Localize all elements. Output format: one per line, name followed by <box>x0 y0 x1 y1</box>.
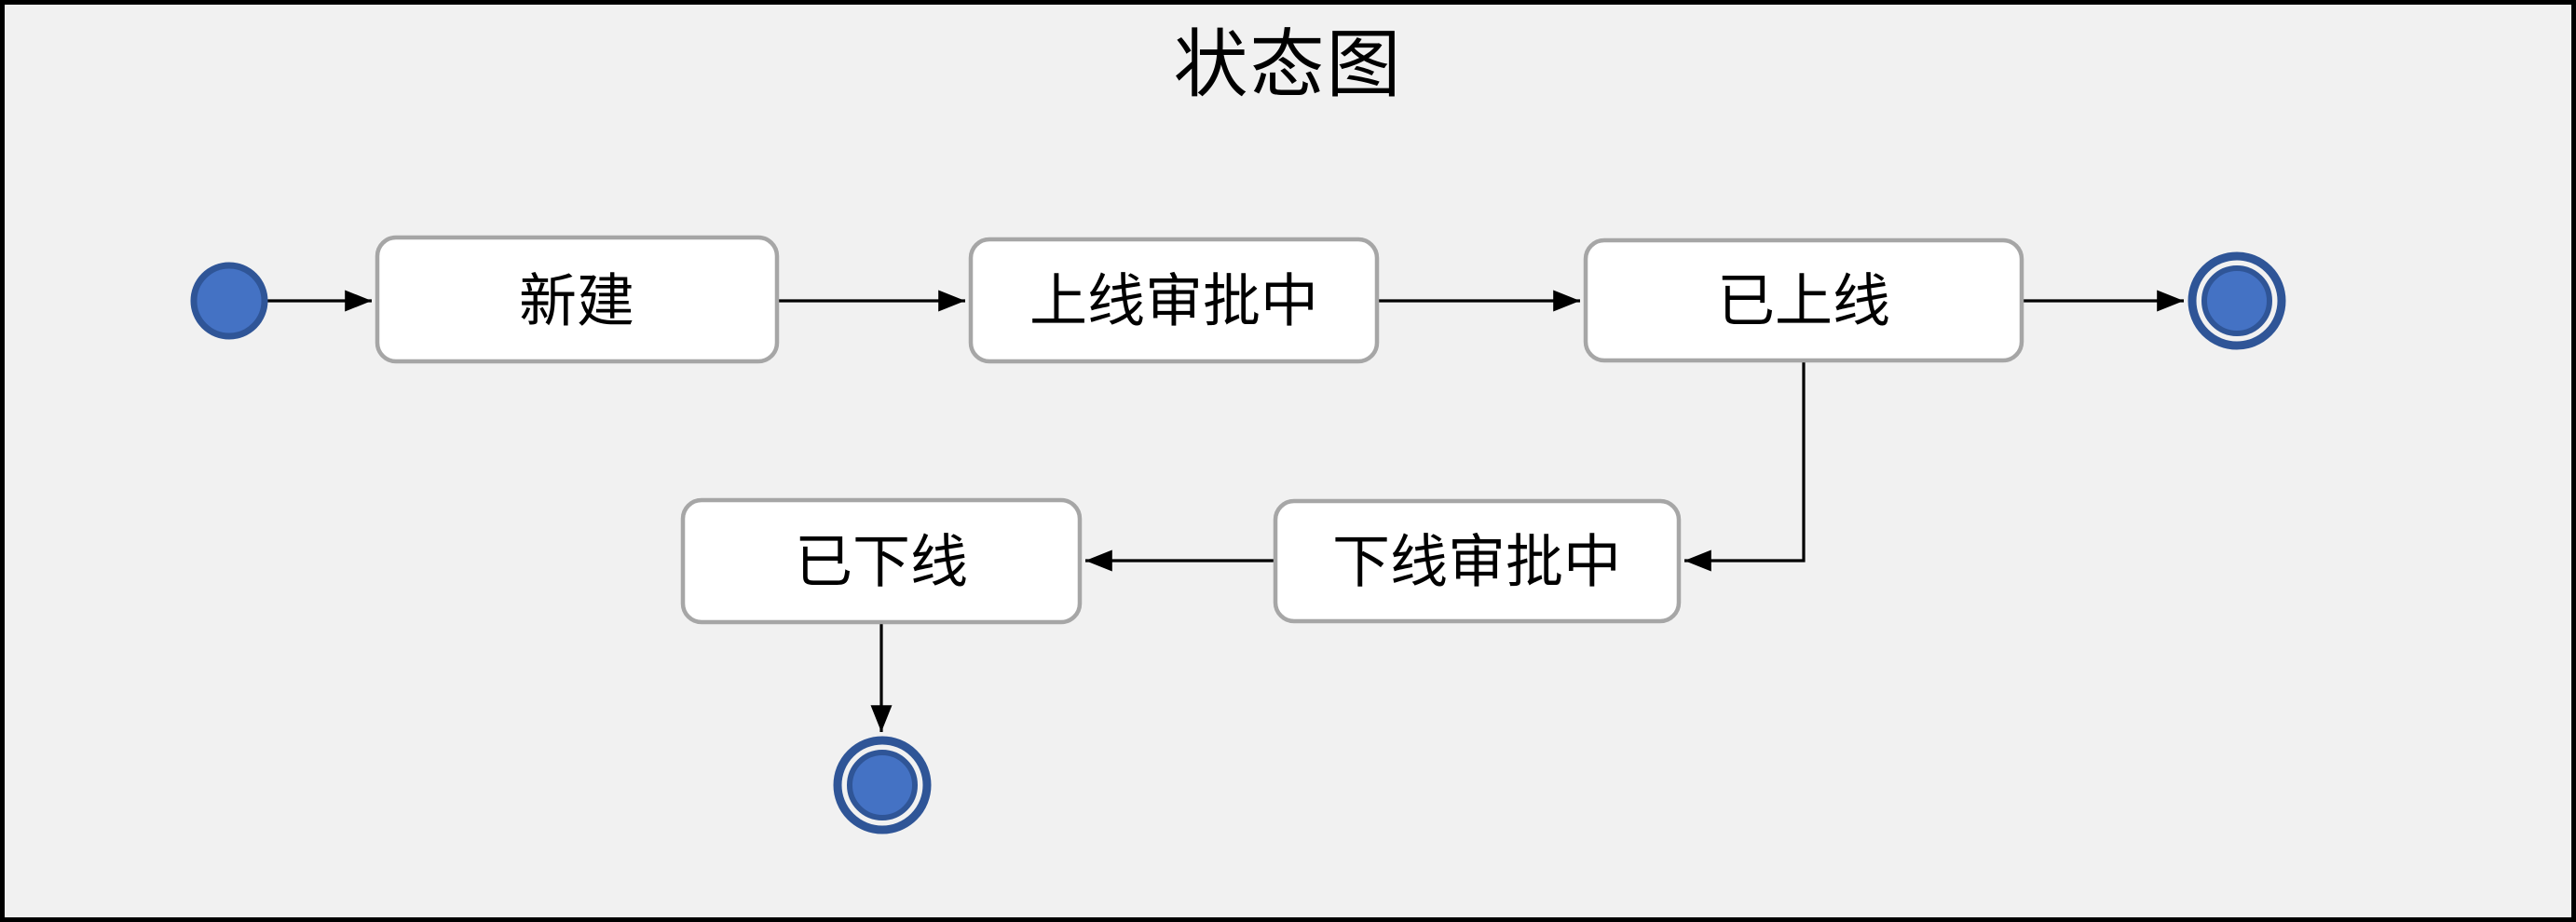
state-offline-box <box>680 497 1083 625</box>
state-online-approval-label: 上线审批中 <box>1029 270 1318 334</box>
final-state-online-ring <box>2188 251 2286 350</box>
diagram-title: 状态图 <box>1173 23 1403 106</box>
state-online-approval-box <box>968 237 1380 364</box>
initial-state-node <box>190 262 268 340</box>
state-offline-approval-box <box>1273 498 1682 624</box>
state-offline-approval-label: 下线审批中 <box>1332 531 1621 595</box>
state-new: 新建 <box>375 235 780 364</box>
state-new-label: 新建 <box>519 270 634 334</box>
state-offline: 已下线 <box>680 497 1083 625</box>
transition-online-to-offline-approval <box>1684 361 1806 572</box>
state-online: 已上线 <box>1583 237 2024 363</box>
state-offline-approval: 下线审批中 <box>1273 498 1682 624</box>
final-state-offline-ring <box>833 736 932 834</box>
final-state-online-node <box>2188 251 2286 350</box>
final-state-online-core <box>2201 265 2272 336</box>
state-offline-label: 已下线 <box>795 531 968 595</box>
final-state-offline-core <box>847 750 918 820</box>
final-state-offline-node <box>833 736 932 834</box>
state-online-label: 已上线 <box>1717 270 1890 334</box>
state-new-box <box>375 235 780 364</box>
transitions <box>266 290 2184 732</box>
state-online-box <box>1583 237 2024 363</box>
initial-state-circle <box>190 262 268 340</box>
state-online-approval: 上线审批中 <box>968 237 1380 364</box>
